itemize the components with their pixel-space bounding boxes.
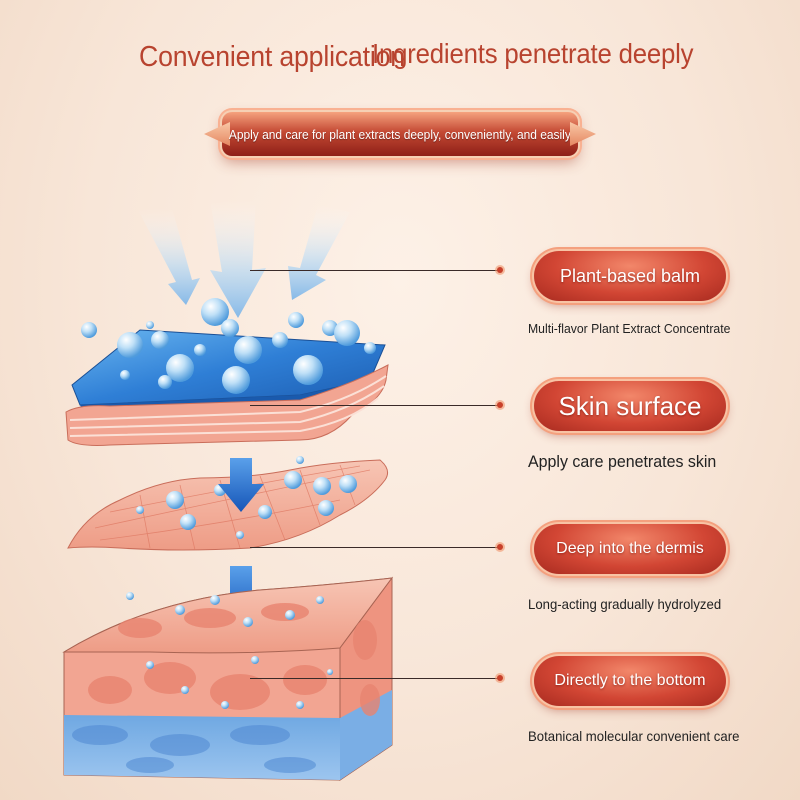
deep-tissue-block xyxy=(62,576,394,781)
label-pill-bottom: Directly to the bottom xyxy=(534,656,726,706)
connector-line-bottom xyxy=(250,678,500,679)
label-text-balm: Plant-based balm xyxy=(559,265,701,286)
tagline-text: Apply and care for plant extracts deeply… xyxy=(229,126,571,142)
title-left: Convenient application xyxy=(139,41,405,73)
connector-dot-bottom xyxy=(497,675,503,681)
balm-bubbles xyxy=(81,298,376,394)
connector-dot-balm xyxy=(497,267,503,273)
label-pill-balm: Plant-based balm xyxy=(534,251,726,301)
label-text-skin: Skin surface xyxy=(558,390,702,421)
desc-bottom: Botanical molecular convenient care xyxy=(528,728,740,744)
title-right: Ingredients penetrate deeply xyxy=(372,38,694,69)
down-arrow-1 xyxy=(218,458,264,512)
connector-dot-skin xyxy=(497,402,503,408)
label-pill-skin: Skin surface xyxy=(534,381,726,431)
desc-skin: Apply care penetrates skin xyxy=(528,452,717,471)
connector-dot-dermis xyxy=(497,544,503,550)
label-text-dermis: Deep into the dermis xyxy=(556,540,704,557)
dermis-sheet xyxy=(67,456,389,551)
connector-line-dermis xyxy=(250,547,500,548)
connector-line-balm xyxy=(250,270,500,271)
desc-balm: Multi-flavor Plant Extract Concentrate xyxy=(528,321,731,336)
connector-line-skin xyxy=(250,405,500,406)
skin-surface-slab xyxy=(65,364,389,446)
label-pill-dermis: Deep into the dermis xyxy=(534,524,726,574)
tagline-banner: Apply and care for plant extracts deeply… xyxy=(222,112,578,156)
label-text-bottom: Directly to the bottom xyxy=(554,672,706,689)
light-beam-arrows xyxy=(138,200,350,318)
desc-dermis: Long-acting gradually hydrolyzed xyxy=(528,596,722,612)
